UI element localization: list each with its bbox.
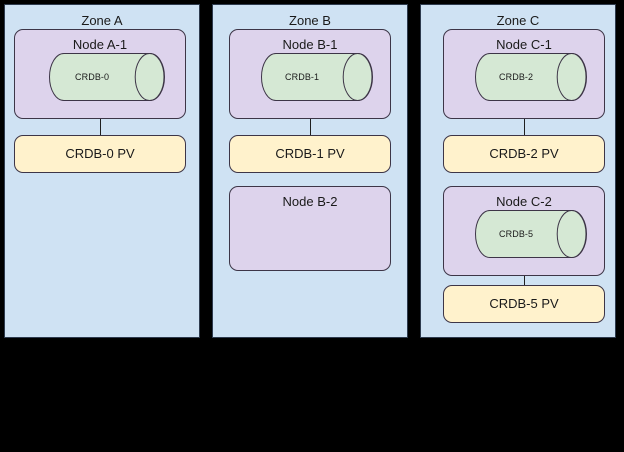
connector-crdb-2-to-crdb-2-pv bbox=[524, 119, 525, 135]
crdb-pod-crdb-2[interactable]: CRDB-2 bbox=[475, 53, 587, 101]
node-title: Node C-2 bbox=[496, 194, 552, 209]
crdb-1-pv[interactable]: CRDB-1 PV bbox=[229, 135, 391, 173]
pv-label: CRDB-2 PV bbox=[489, 146, 559, 161]
crdb-5-pv[interactable]: CRDB-5 PV bbox=[443, 285, 605, 323]
connector-crdb-5-to-crdb-5-pv bbox=[524, 276, 525, 285]
zone-title: Zone B bbox=[289, 13, 331, 28]
crdb-pod-crdb-5[interactable]: CRDB-5 bbox=[475, 210, 587, 258]
node-title: Node B-2 bbox=[282, 194, 338, 209]
connector-crdb-1-to-crdb-1-pv bbox=[310, 119, 311, 135]
node-title: Node A-1 bbox=[72, 37, 128, 52]
crdb-2-pv[interactable]: CRDB-2 PV bbox=[443, 135, 605, 173]
pv-label: CRDB-0 PV bbox=[65, 146, 135, 161]
zone-title: Zone C bbox=[496, 13, 540, 28]
node-title: Node B-1 bbox=[282, 37, 338, 52]
connector-crdb-0-to-crdb-0-pv bbox=[100, 119, 101, 135]
cylinder-shape bbox=[475, 53, 587, 101]
pv-label: CRDB-1 PV bbox=[275, 146, 345, 161]
zone-title: Zone A bbox=[81, 13, 123, 28]
node-title: Node C-1 bbox=[496, 37, 552, 52]
cylinder-shape bbox=[475, 210, 587, 258]
crdb-0-pv[interactable]: CRDB-0 PV bbox=[14, 135, 186, 173]
cylinder-shape bbox=[261, 53, 373, 101]
crdb-pod-crdb-0[interactable]: CRDB-0 bbox=[49, 53, 165, 101]
pv-label: CRDB-5 PV bbox=[489, 296, 559, 311]
node-b-2[interactable]: Node B-2 bbox=[229, 186, 391, 271]
cylinder-shape bbox=[49, 53, 165, 101]
crdb-pod-crdb-1[interactable]: CRDB-1 bbox=[261, 53, 373, 101]
